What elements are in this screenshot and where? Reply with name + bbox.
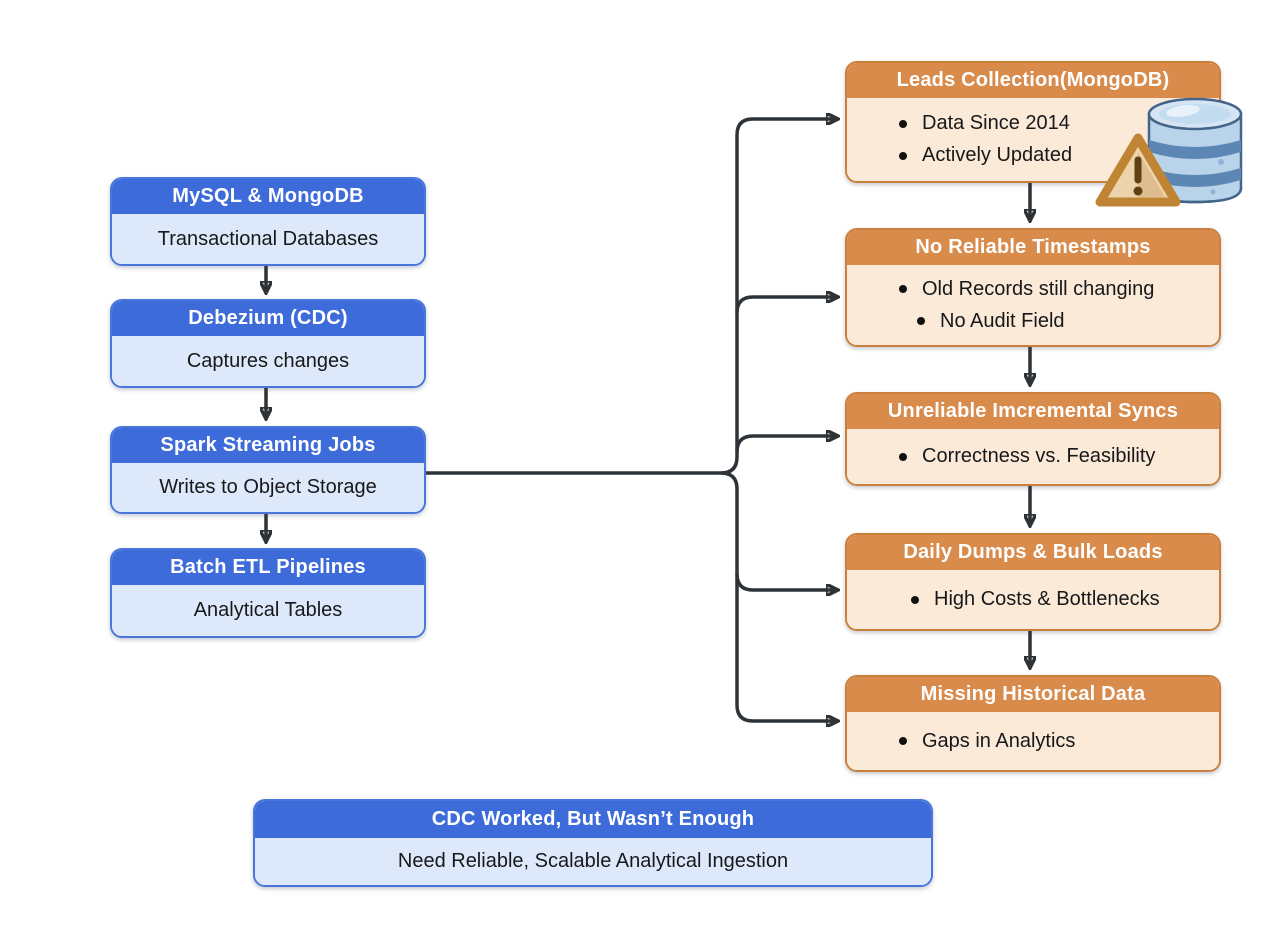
connector-trunk-down-to-missing-historical: [720, 471, 836, 721]
bullet-item: Correctness vs. Feasibility: [899, 445, 1155, 468]
connector-trunk-up-to-leads: [720, 119, 836, 475]
node-batch-etl-pipelines: Batch ETL Pipelines Analytical Tables: [110, 548, 426, 638]
bullet-item: Gaps in Analytics: [899, 730, 1075, 753]
node-title: Leads Collection(MongoDB): [847, 63, 1219, 98]
bullet-dot-icon: [917, 317, 925, 325]
bullet-text: Old Records still changing: [922, 277, 1155, 300]
node-title: MySQL & MongoDB: [112, 179, 424, 214]
node-bullets: Correctness vs. Feasibility: [847, 429, 1219, 484]
node-mysql-mongodb: MySQL & MongoDB Transactional Databases: [110, 177, 426, 266]
bullet-dot-icon: [899, 737, 907, 745]
bullet-dot-icon: [911, 595, 919, 604]
connector-branch-unreliable-syncs: [735, 436, 836, 453]
node-title: Daily Dumps & Bulk Loads: [847, 535, 1219, 570]
node-debezium-cdc: Debezium (CDC) Captures changes: [110, 299, 426, 388]
node-bullets: High Costs & Bottlenecks: [847, 570, 1219, 629]
bullet-dot-icon: [899, 452, 907, 461]
node-title: Spark Streaming Jobs: [112, 428, 424, 463]
connector-branch-daily-dumps: [735, 573, 836, 590]
bullet-text: Correctness vs. Feasibility: [922, 445, 1156, 467]
node-title: Debezium (CDC): [112, 301, 424, 336]
bullet-item: Actively Updated: [899, 144, 1072, 167]
bullet-text: No Audit Field: [940, 309, 1065, 332]
node-title: Unreliable Imcremental Syncs: [847, 394, 1219, 429]
node-subtitle: Need Reliable, Scalable Analytical Inges…: [255, 838, 931, 885]
bullet-item: Old Records still changing: [899, 278, 1154, 301]
node-bullets: Gaps in Analytics: [847, 712, 1219, 770]
database-icon: [1147, 97, 1243, 204]
node-subtitle: Analytical Tables: [112, 585, 424, 636]
node-missing-historical-data: Missing Historical Data Gaps in Analytic…: [845, 675, 1221, 772]
node-no-reliable-timestamps: No Reliable Timestamps Old Records still…: [845, 228, 1221, 347]
bullet-text: Actively Updated: [922, 144, 1073, 166]
node-spark-streaming-jobs: Spark Streaming Jobs Writes to Object St…: [110, 426, 426, 514]
bullet-dot-icon: [899, 285, 907, 293]
node-bullets: Old Records still changing No Audit Fiel…: [847, 265, 1219, 345]
database-warning-icon: [1095, 97, 1243, 207]
node-title: Missing Historical Data: [847, 677, 1219, 712]
bullet-dot-icon: [899, 119, 907, 128]
node-subtitle: Captures changes: [112, 336, 424, 386]
bullet-text: Gaps in Analytics: [922, 729, 1076, 752]
bullet-item: Data Since 2014: [899, 112, 1070, 135]
bullet-item: High Costs & Bottlenecks: [899, 588, 1160, 611]
node-title: CDC Worked, But Wasn’t Enough: [255, 801, 931, 838]
node-subtitle: Writes to Object Storage: [112, 463, 424, 512]
bullet-text: High Costs & Bottlenecks: [934, 588, 1160, 610]
node-conclusion: CDC Worked, But Wasn’t Enough Need Relia…: [253, 799, 933, 887]
bullet-text: Data Since 2014: [922, 112, 1070, 134]
node-subtitle: Transactional Databases: [112, 214, 424, 264]
node-unreliable-incremental-syncs: Unreliable Imcremental Syncs Correctness…: [845, 392, 1221, 486]
node-daily-dumps-bulk-loads: Daily Dumps & Bulk Loads High Costs & Bo…: [845, 533, 1221, 631]
warning-triangle-icon: [1095, 133, 1181, 207]
bullet-dot-icon: [899, 151, 907, 160]
connector-branch-no-reliable-timestamps: [735, 297, 836, 314]
bullet-item: No Audit Field: [899, 310, 1065, 333]
node-title: No Reliable Timestamps: [847, 230, 1219, 265]
node-title: Batch ETL Pipelines: [112, 550, 424, 585]
